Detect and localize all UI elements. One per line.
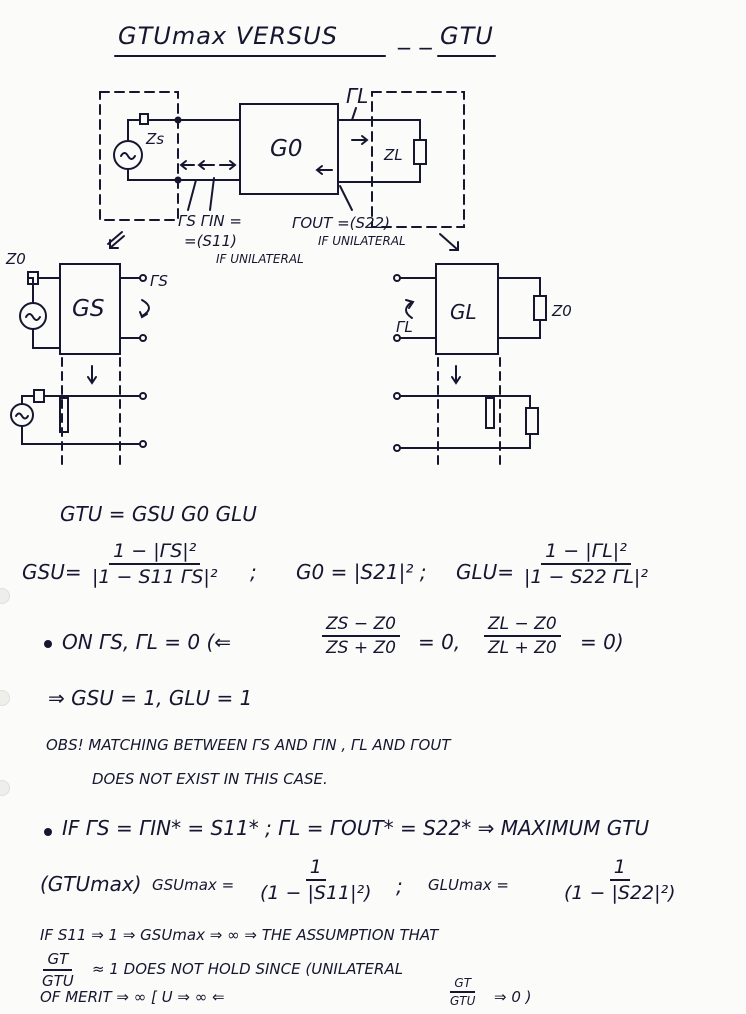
fraction-denominator: (1 − |S11|²) xyxy=(260,882,372,904)
fraction-denominator: GTU xyxy=(450,994,476,1008)
fraction-denominator: ZL + Z0 xyxy=(488,638,557,658)
zl-label: ZL xyxy=(384,146,403,164)
page-title-left: GTUmax VERSUS xyxy=(118,22,339,50)
source-dashed-box xyxy=(99,91,179,221)
obs-line-1: OBS! MATCHING BETWEEN ΓS AND ΓIN , ΓL AN… xyxy=(46,736,451,754)
glmax-label: GLUmax = xyxy=(428,876,509,894)
fraction-numerator: ZS − Z0 xyxy=(322,614,400,637)
gl-label: GL xyxy=(450,300,477,324)
merit-line: OF MERIT ⇒ ∞ [ U ⇒ ∞ ⇐ xyxy=(40,988,225,1006)
zs-label: Zs xyxy=(146,130,165,148)
separator: ; xyxy=(396,874,403,898)
glmax-fraction: 1 (1 − |S22|²) xyxy=(560,856,680,904)
g0-block xyxy=(239,103,339,195)
fraction-numerator: 1 xyxy=(609,856,630,881)
fraction-denominator: (1 − |S22|²) xyxy=(564,882,676,904)
gsmax-fraction: 1 (1 − |S11|²) xyxy=(256,856,376,904)
gamma-out-label: ΓOUT =(S22) xyxy=(292,214,390,232)
if-unilateral-label: IF UNILATERAL xyxy=(216,252,304,266)
fraction-numerator: 1 − |ΓL|² xyxy=(541,540,631,565)
page-title-right: GTU xyxy=(440,22,494,50)
glu-fraction: 1 − |ΓL|² |1 − S22 ΓL|² xyxy=(520,540,652,588)
fraction-numerator: GT xyxy=(450,976,476,993)
implies-line: ⇒ GSU = 1, GLU = 1 xyxy=(48,686,253,710)
gtu-equation: GTU = GSU G0 GLU xyxy=(60,502,257,526)
punch-hole xyxy=(0,780,10,796)
gsmax-label: GSUmax = xyxy=(152,876,235,894)
glu-label: GLU= xyxy=(456,560,515,584)
fraction-denominator: |1 − S11 ΓS|² xyxy=(92,566,218,588)
gs-block xyxy=(59,263,121,355)
fraction-numerator: 1 xyxy=(305,856,326,881)
fraction-numerator: 1 − |ΓS|² xyxy=(109,540,201,565)
separator: ; xyxy=(250,560,257,584)
punch-hole xyxy=(0,690,10,706)
bullet xyxy=(44,640,52,648)
page-title-dash: _ _ xyxy=(398,22,433,50)
s11-label: =(S11) xyxy=(184,232,237,250)
equals-zero: = 0, xyxy=(418,630,461,654)
gt-gtu-fraction: GT GTU xyxy=(38,950,78,990)
circuit-diagrams xyxy=(10,55,547,469)
gsu-label: GSU= xyxy=(22,560,82,584)
bullet xyxy=(44,828,52,836)
if-conjugate-line: IF ΓS = ΓIN* = S11* ; ΓL = ΓOUT* = S22* … xyxy=(62,816,650,840)
gt-gtu-fraction: GT GTU xyxy=(446,976,479,1008)
z0-label: Z0 xyxy=(6,250,26,268)
g0-label: G0 xyxy=(270,136,303,162)
obs-line-2: DOES NOT EXIST IN THIS CASE. xyxy=(92,770,328,788)
gs-label: GS xyxy=(72,296,105,322)
gtumax-label: (GTUmax) xyxy=(40,872,142,896)
fraction-denominator: |1 − S22 ΓL|² xyxy=(524,566,648,588)
g0-equation: G0 = |S21|² ; xyxy=(296,560,427,584)
gamma-s-label: ΓS xyxy=(150,272,168,290)
gamma-l-label: ΓL xyxy=(396,318,413,336)
punch-hole xyxy=(0,588,10,604)
fraction-numerator: ZL − Z0 xyxy=(484,614,561,637)
if-unilateral-label: IF UNILATERAL xyxy=(318,234,406,248)
merit-end: ⇒ 0 ) xyxy=(494,988,532,1006)
fraction-numerator: GT xyxy=(43,950,73,971)
s11-limit-line: IF S11 ⇒ 1 ⇒ GSUmax ⇒ ∞ ⇒ THE ASSUMPTION… xyxy=(40,926,439,944)
gamma-s-in-label: ΓS ΓIN = xyxy=(178,212,242,230)
z0-label: Z0 xyxy=(552,302,572,320)
zl-reflection-fraction: ZL − Z0 ZL + Z0 xyxy=(484,614,561,658)
gl-block xyxy=(435,263,499,355)
equals-zero: = 0) xyxy=(580,630,624,654)
load-dashed-box xyxy=(371,91,465,228)
gamma-l-label: ΓL xyxy=(346,84,369,108)
on-condition: ON ΓS, ΓL = 0 (⇐ xyxy=(62,630,232,654)
approx-line: ≈ 1 DOES NOT HOLD SINCE (UNILATERAL xyxy=(92,960,404,978)
fraction-denominator: GTU xyxy=(42,972,74,990)
gsu-fraction: 1 − |ΓS|² |1 − S11 ΓS|² xyxy=(88,540,221,588)
zs-reflection-fraction: ZS − Z0 ZS + Z0 xyxy=(322,614,400,658)
fraction-denominator: ZS + Z0 xyxy=(326,638,396,658)
